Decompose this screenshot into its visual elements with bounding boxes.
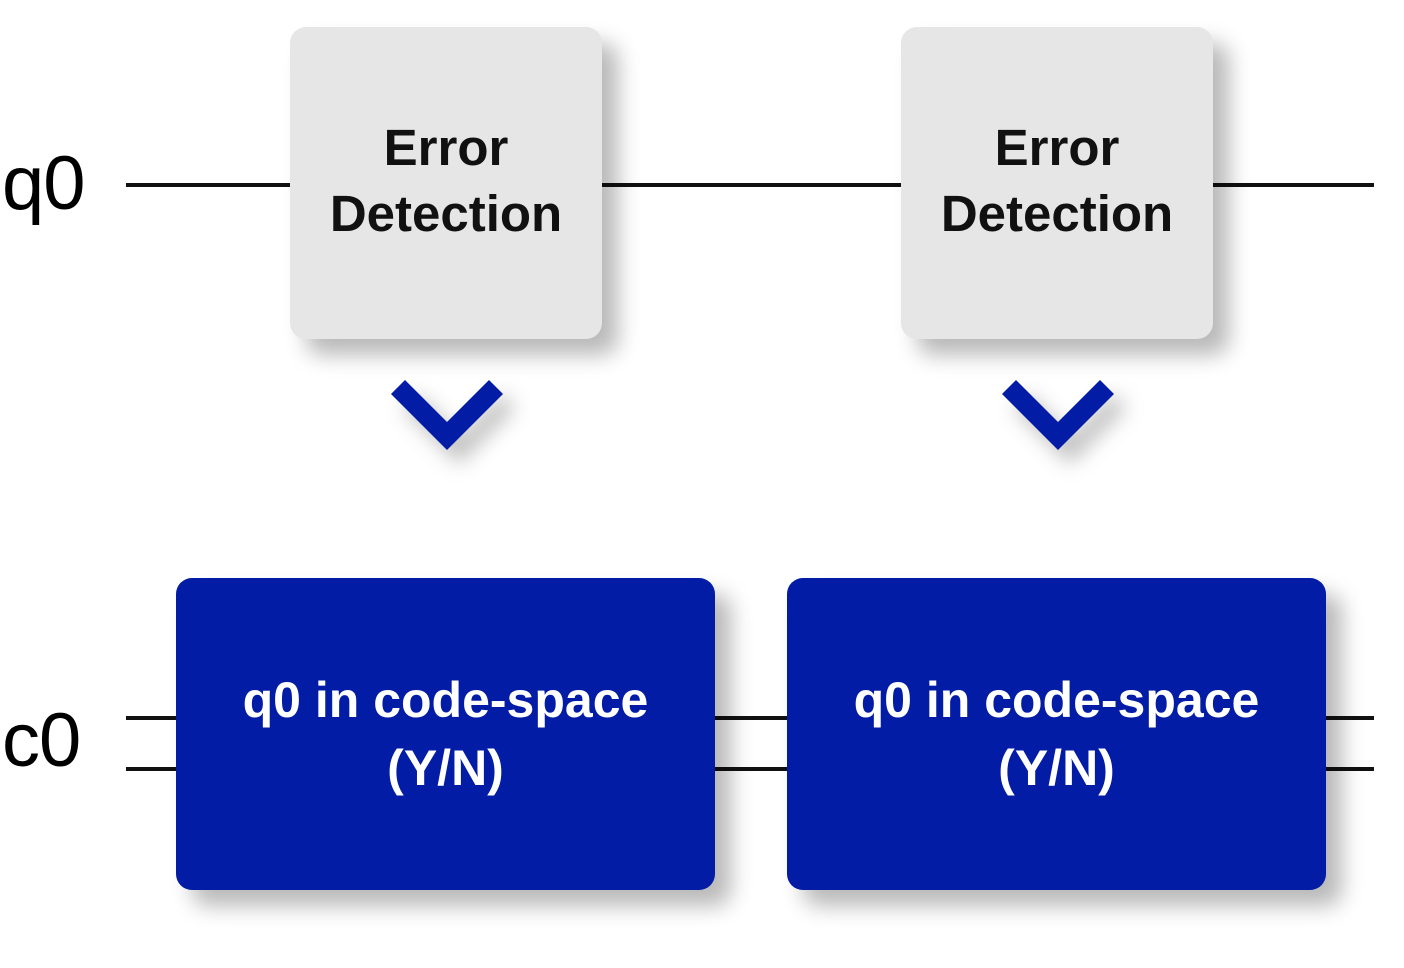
code-space-check-gate-2: q0 in code-space (Y/N) xyxy=(787,578,1326,890)
classical-wire-segment xyxy=(126,767,178,771)
quantum-wire-label: q0 xyxy=(2,141,86,226)
gate-label-line1: q0 in code-space xyxy=(853,672,1260,728)
classical-wire-label: c0 xyxy=(2,698,81,783)
gate-label-line2: (Y/N) xyxy=(387,740,504,796)
gate-label-line1: q0 in code-space xyxy=(242,672,649,728)
gate-label-line2: Detection xyxy=(329,185,563,242)
classical-wire-segment xyxy=(712,767,790,771)
gate-label-line1: Error xyxy=(994,119,1120,176)
gate-label-line1: Error xyxy=(383,119,509,176)
gate-label-line2: (Y/N) xyxy=(998,740,1115,796)
chevron-down-icon xyxy=(391,380,503,450)
code-space-check-gate-1: q0 in code-space (Y/N) xyxy=(176,578,715,890)
error-detection-gate-2: Error Detection xyxy=(901,27,1213,339)
quantum-wire-segment xyxy=(1210,183,1374,187)
chevron-down-icon xyxy=(1002,380,1114,450)
gate-label-line2: Detection xyxy=(940,185,1174,242)
quantum-wire-segment xyxy=(600,183,904,187)
classical-wire-segment xyxy=(1324,767,1374,771)
classical-wire-segment xyxy=(1324,716,1374,720)
quantum-wire-segment xyxy=(126,183,292,187)
classical-wire-segment xyxy=(712,716,790,720)
error-detection-gate-1: Error Detection xyxy=(290,27,602,339)
classical-wire-segment xyxy=(126,716,178,720)
